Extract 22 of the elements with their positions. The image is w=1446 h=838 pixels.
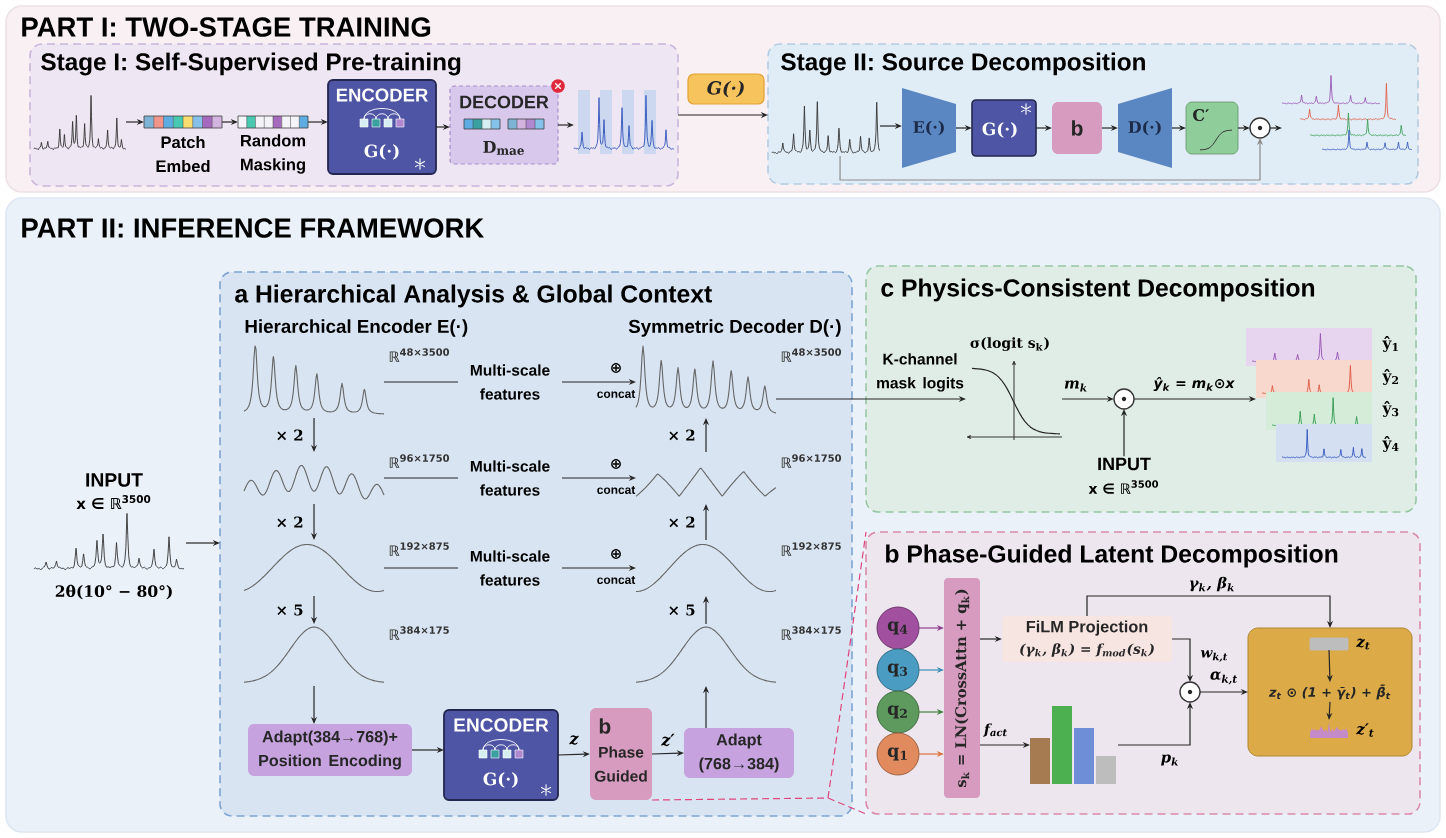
spectrum-plot bbox=[771, 101, 881, 155]
arrow bbox=[1086, 595, 1334, 628]
encoder-box: ENCODER G(·) bbox=[443, 709, 559, 801]
reconstruction-plot bbox=[573, 90, 675, 154]
input-label: INPUT bbox=[1098, 457, 1151, 471]
function-box: G(·) bbox=[687, 73, 765, 105]
adapter-box: Adapt(384→768)+ Position Encoding bbox=[248, 724, 412, 776]
arrow bbox=[1171, 638, 1194, 682]
product-circle bbox=[1249, 117, 1271, 139]
bottleneck-box: b bbox=[1052, 102, 1102, 154]
encoder-box: ENCODER G(·) bbox=[327, 79, 437, 175]
stacked-spectra-drawing bbox=[1281, 75, 1413, 151]
zoom-callout-line bbox=[651, 531, 867, 815]
step-label: Random Masking bbox=[241, 134, 306, 174]
product-circle bbox=[1179, 681, 1201, 703]
input-label: INPUT bbox=[86, 473, 143, 487]
encoder-box: G(·) bbox=[971, 99, 1037, 157]
adapter-box: Adapt (768→384) bbox=[684, 728, 794, 778]
spectrum-plot bbox=[33, 95, 127, 150]
modulation-box bbox=[1247, 627, 1413, 757]
step-label: Patch Embed bbox=[156, 136, 210, 173]
product-circle bbox=[1113, 388, 1135, 410]
